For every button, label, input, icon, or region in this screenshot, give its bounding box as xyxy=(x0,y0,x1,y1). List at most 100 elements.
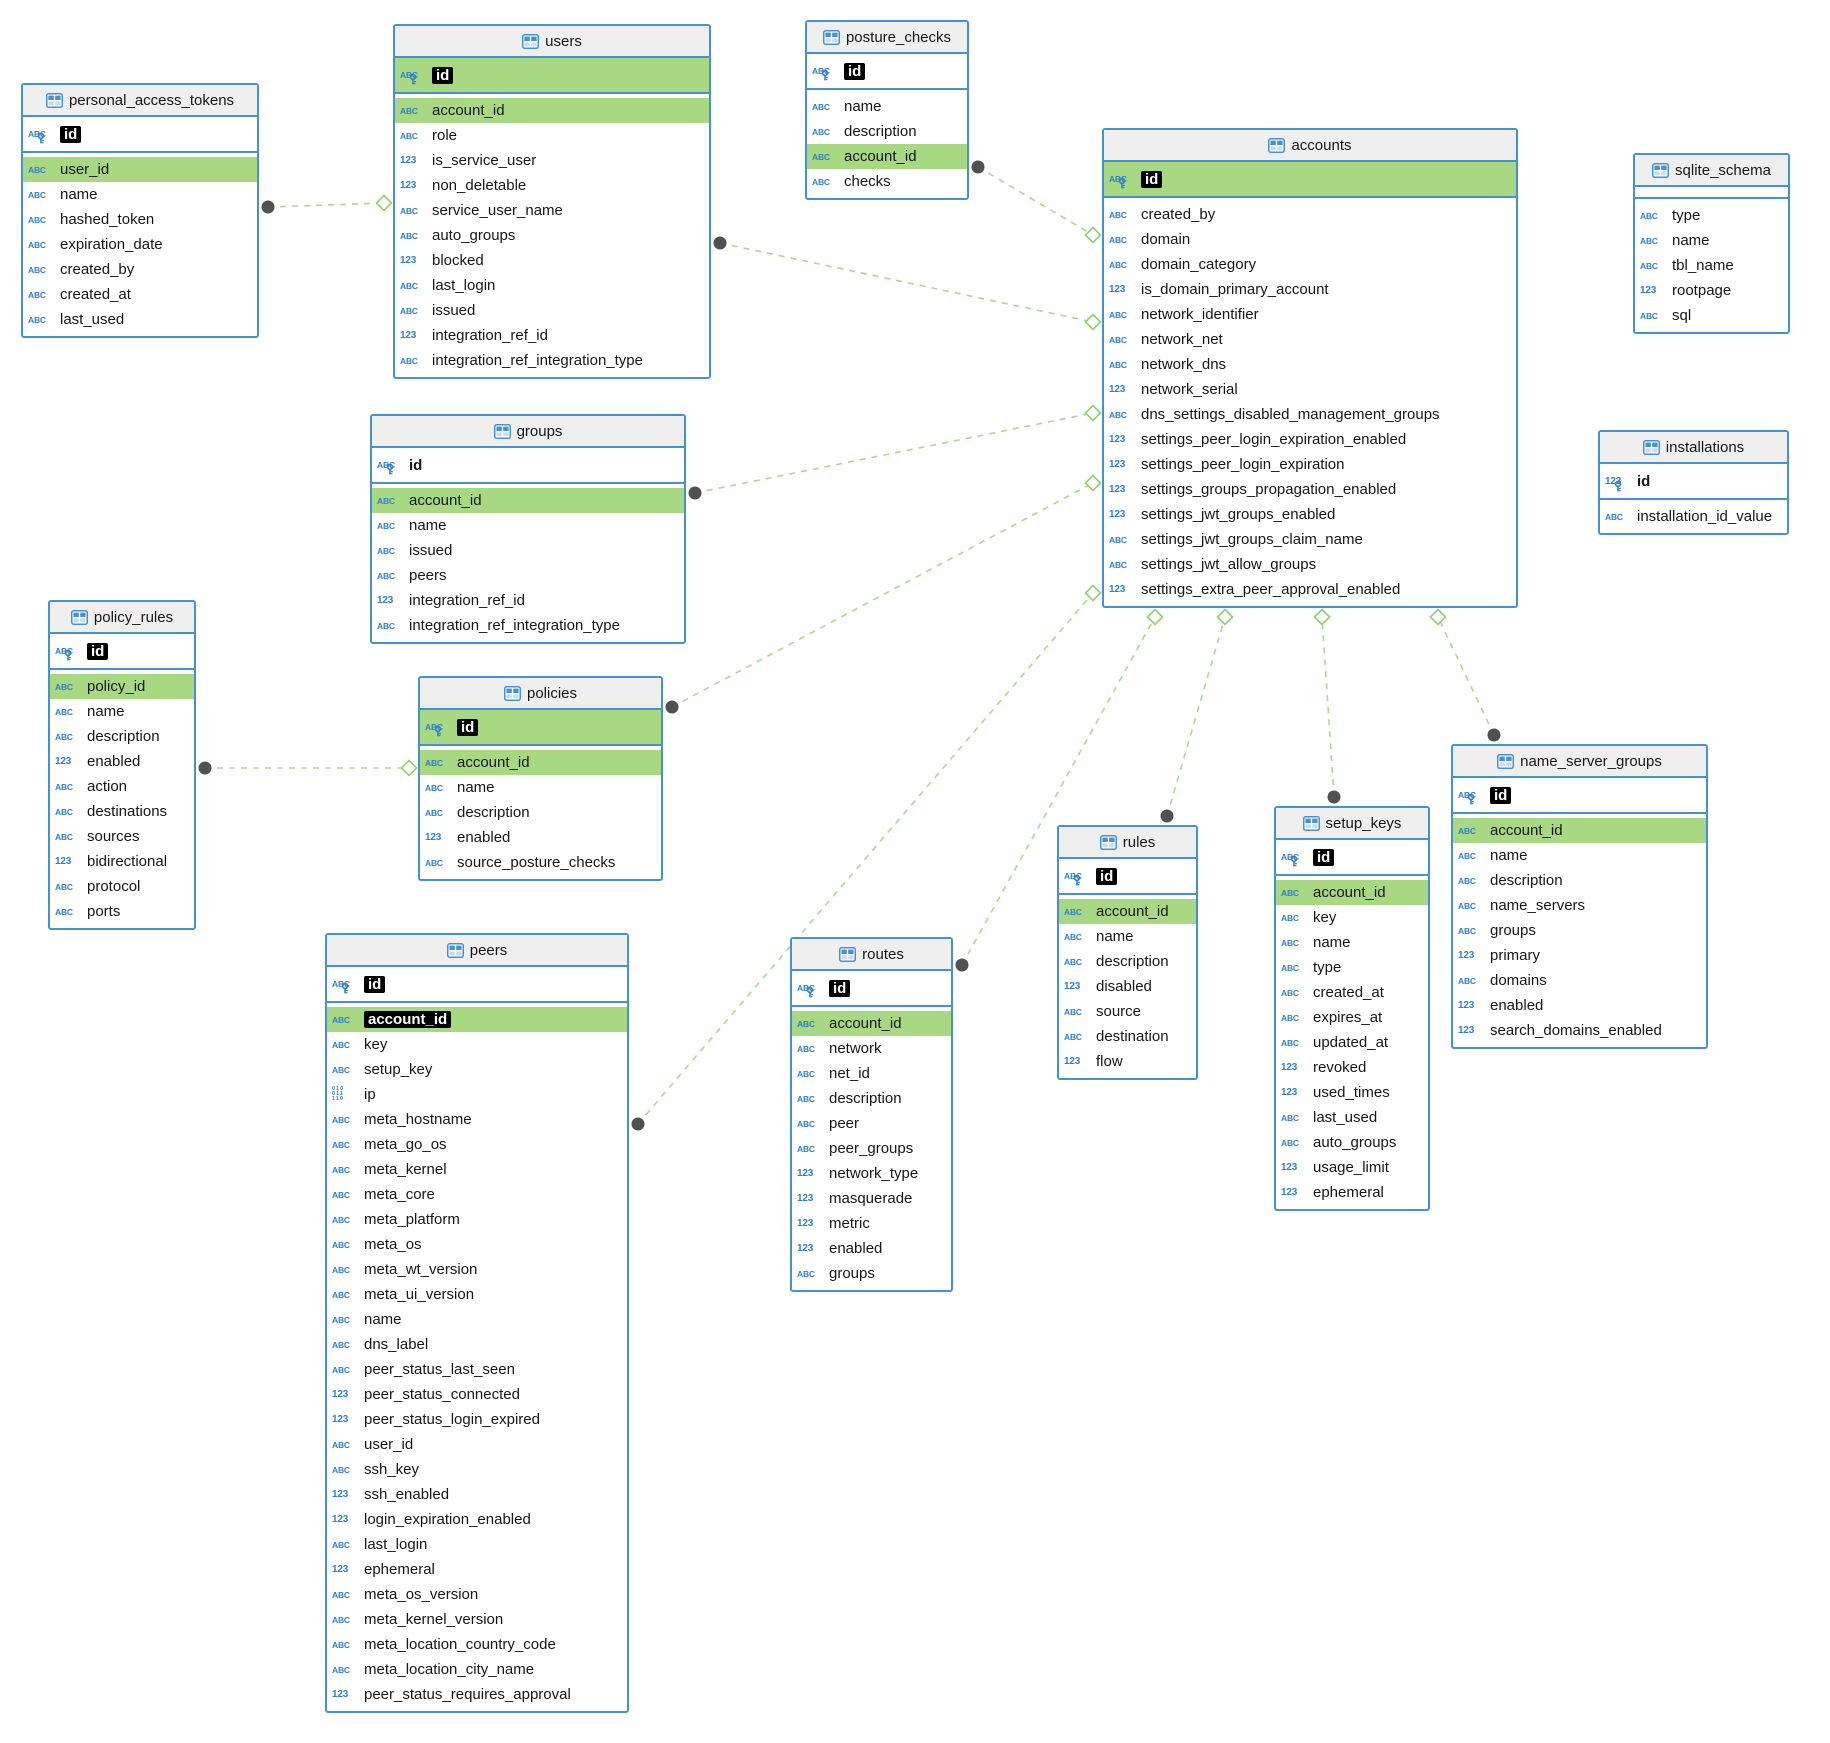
table-header[interactable]: accounts xyxy=(1104,130,1516,162)
table-header[interactable]: rules xyxy=(1059,827,1196,859)
relation-posture_checks-to-accounts[interactable] xyxy=(971,160,1102,244)
relation-name_server_groups-to-accounts[interactable] xyxy=(1429,608,1501,742)
relation-policy_rules-to-policies[interactable] xyxy=(198,759,418,777)
table-header[interactable]: policy_rules xyxy=(50,602,194,634)
table-header[interactable]: routes xyxy=(792,939,951,971)
table-header[interactable]: sqlite_schema xyxy=(1635,155,1788,187)
relation-groups-to-accounts[interactable] xyxy=(688,404,1102,500)
relation-routes-to-accounts[interactable] xyxy=(955,608,1164,972)
relation-rules-to-accounts[interactable] xyxy=(1160,608,1234,823)
relation-users-to-accounts[interactable] xyxy=(713,236,1102,331)
table-header[interactable]: name_server_groups xyxy=(1453,746,1706,778)
table-header[interactable]: policies xyxy=(420,678,661,710)
table-header[interactable]: users xyxy=(395,26,709,58)
